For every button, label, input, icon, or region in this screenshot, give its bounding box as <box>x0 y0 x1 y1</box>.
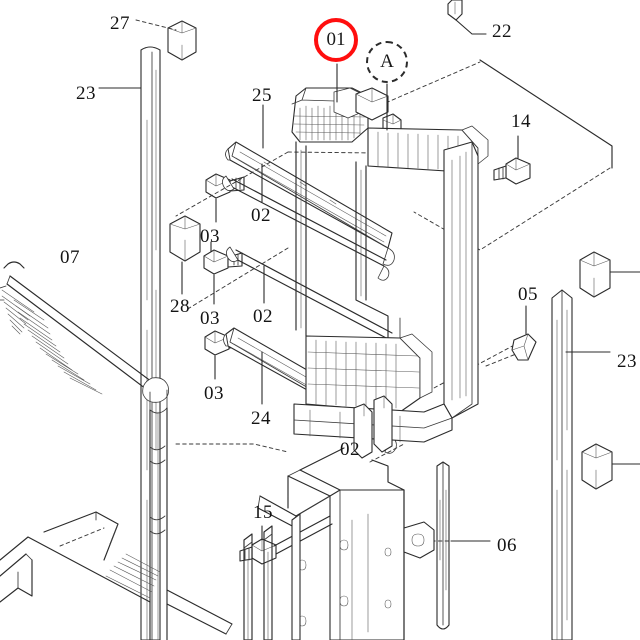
part-right-block-top <box>579 251 611 298</box>
part-06-rod <box>436 461 450 630</box>
callout-01-label: 01 <box>326 29 346 50</box>
part-label-03-13: 03 <box>204 383 224 404</box>
callout-01-highlighted[interactable]: 01 <box>314 18 358 62</box>
part-label-28-8: 28 <box>170 296 190 317</box>
part-label-02-5: 02 <box>251 205 271 226</box>
part-label-22-1: 22 <box>492 21 512 42</box>
callout-section-a[interactable]: A <box>366 41 408 83</box>
part-07-frame <box>0 261 233 640</box>
part-label-15-16: 15 <box>253 502 273 523</box>
lower-left-slats <box>243 513 301 640</box>
part-label-02-11: 02 <box>253 306 273 327</box>
radiator-core-assembly <box>175 59 613 459</box>
part-right-block-bottom <box>581 443 613 490</box>
part-02-rod-a <box>222 175 390 281</box>
part-label-27-0: 27 <box>110 13 130 34</box>
part-27-block <box>167 20 197 61</box>
part-label-23-2: 23 <box>76 83 96 104</box>
part-label-06-17: 06 <box>497 535 517 556</box>
part-label-03-6: 03 <box>200 226 220 247</box>
part-03-bolt-b <box>203 249 243 275</box>
part-label-25-3: 25 <box>252 85 272 106</box>
part-14-bolt <box>493 157 531 185</box>
part-25-upper-tube <box>225 141 395 266</box>
callout-section-a-label: A <box>380 51 394 72</box>
part-05-clip <box>511 333 537 361</box>
bottom-mount-plate <box>257 443 435 640</box>
leader-22 <box>455 19 487 35</box>
part-label-05-9: 05 <box>518 284 538 305</box>
part-28-block <box>169 215 201 262</box>
part-22-fitting <box>447 0 463 21</box>
part-23-right-bar <box>551 289 573 640</box>
part-label-24-14: 24 <box>251 408 271 429</box>
part-label-14-4: 14 <box>511 111 531 132</box>
part-label-23-12: 23 <box>617 351 637 372</box>
part-label-03-10: 03 <box>200 308 220 329</box>
part-label-07-7: 07 <box>60 247 80 268</box>
leader-27 <box>135 19 177 31</box>
leader-05-point <box>485 353 517 367</box>
part-label-02-15: 02 <box>340 439 360 460</box>
